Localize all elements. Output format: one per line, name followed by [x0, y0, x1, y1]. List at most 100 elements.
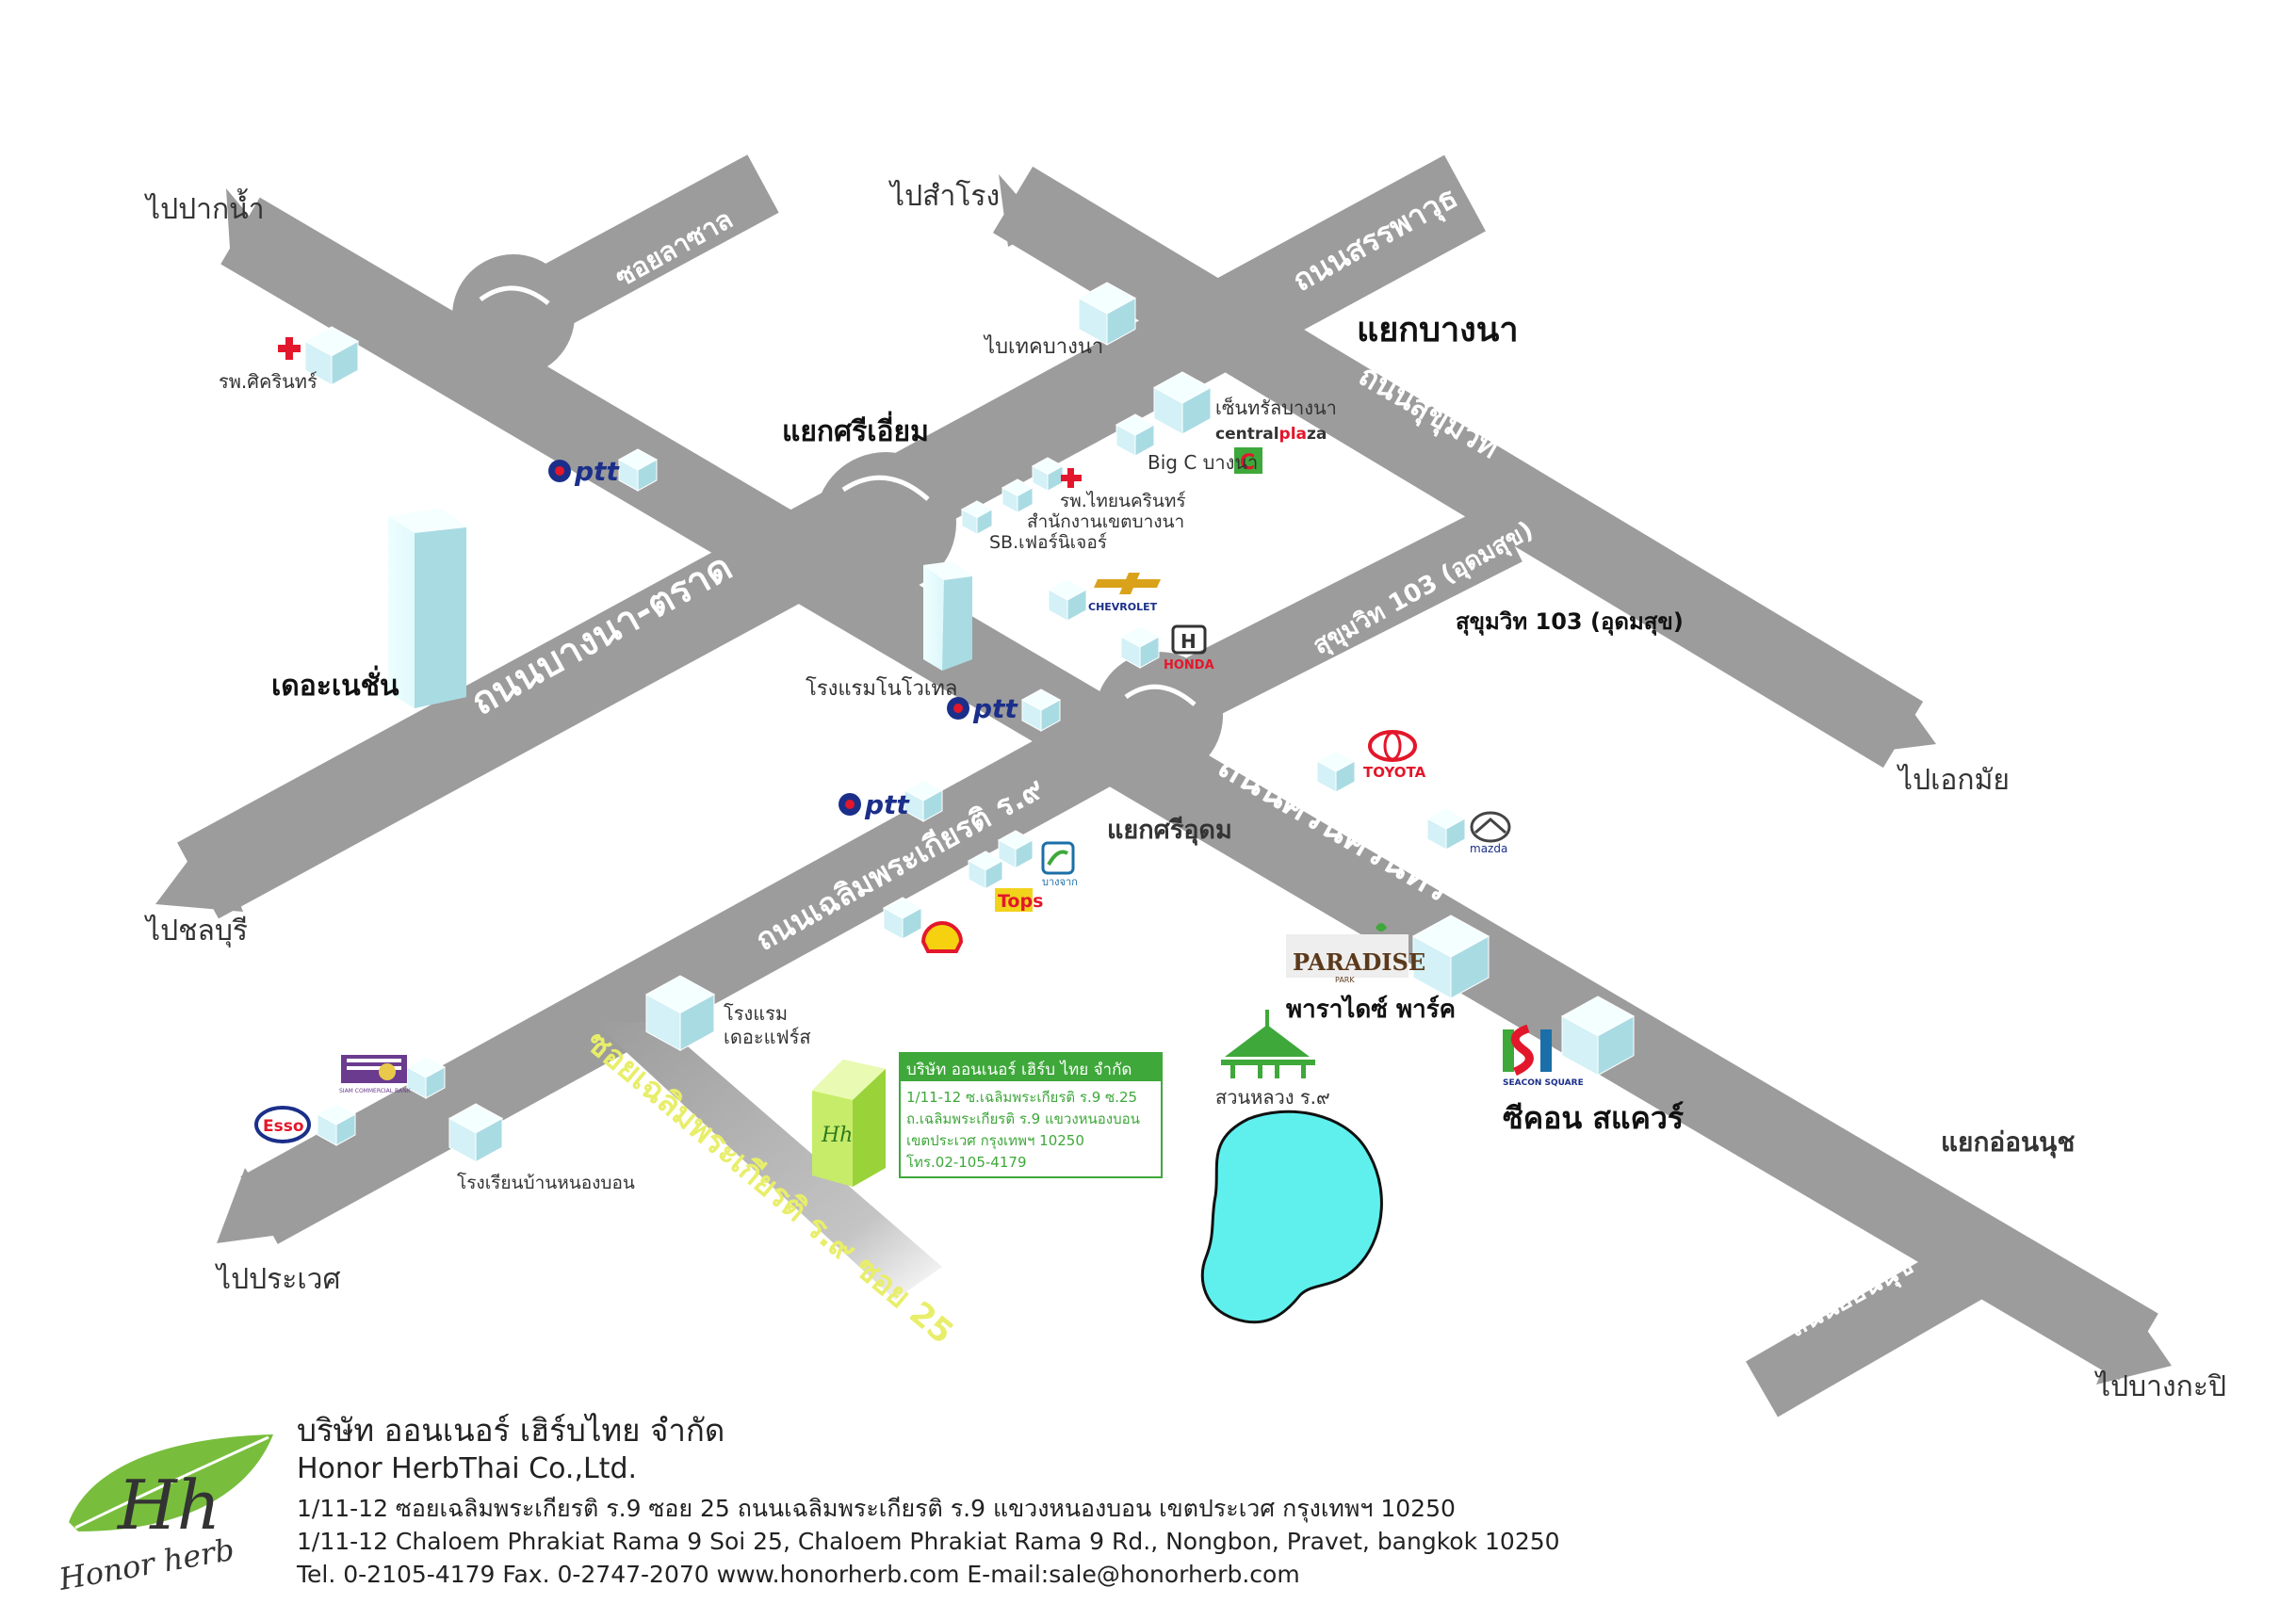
- honda-logo: H HONDA: [1164, 624, 1214, 672]
- suan-luang-pavilion-icon: [1221, 1010, 1315, 1078]
- direction-ekkamai: ไปเอกมัย: [1897, 763, 2010, 797]
- ptt-logo-2: ptt: [947, 693, 1018, 724]
- label-seacon-square: ซีคอน สแควร์: [1503, 1100, 1684, 1136]
- tops-logo: Tops: [995, 888, 1043, 912]
- building-cube: [1115, 413, 1156, 457]
- building-cube: [1001, 478, 1034, 514]
- arrow-to-prawet: [217, 1168, 287, 1243]
- central-brand-2: pla: [1279, 425, 1307, 444]
- leaf-vein: [74, 1435, 269, 1530]
- direction-bang-kapi: ไปบางกะปิ: [2094, 1369, 2226, 1403]
- tower-the-nation: [388, 509, 466, 708]
- building-cube: [967, 850, 1004, 890]
- honda-logo-text: HONDA: [1164, 658, 1214, 672]
- seacon-square-logo: SEACON SQUARE: [1503, 1024, 1584, 1088]
- direction-samrong: ไปสำโรง: [888, 179, 1000, 213]
- mazda-logo-text: mazda: [1470, 842, 1507, 855]
- arrow-to-pak-nam: [226, 188, 273, 264]
- label-central-bangna: เซ็นทรัลบางนา: [1215, 396, 1337, 419]
- bangchak-logo: บางจาก: [1041, 841, 1078, 888]
- info-box-line2: ถ.เฉลิมพระเกียรติ ร.9 แขวงหนองบอน: [906, 1110, 1140, 1127]
- label-bigc-bangna: Big C บางนา: [1148, 451, 1258, 474]
- address-th: 1/11-12 ซอยเฉลิมพระเกียรติ ร.9 ซอย 25 ถน…: [297, 1495, 1456, 1522]
- info-box-company: บริษัท ออนเนอร์ เฮิร์บ ไทย จำกัด: [906, 1060, 1132, 1079]
- road-sukhumvit: [992, 166, 1924, 769]
- label-sikarin-hospital: รพ.ศิครินทร์: [219, 370, 318, 393]
- intersection-si-iam: แยกศรีเอี่ยม: [782, 411, 929, 448]
- bigc-logo-icon: [1234, 447, 1262, 474]
- bank-logo: SIAM COMMERCIAL BANK: [339, 1055, 412, 1094]
- direction-prawet: ไปประเวศ: [215, 1262, 341, 1296]
- road-chaloem-r9: [240, 682, 1178, 1244]
- building-cube: [960, 500, 994, 536]
- building-cube: [903, 779, 944, 822]
- chevrolet-logo-text: CHEVROLET: [1088, 601, 1158, 613]
- roundabout-curve-2: [1124, 684, 1197, 706]
- label-suan-luang: สวนหลวง ร.๙: [1215, 1086, 1330, 1109]
- chevrolet-logo: CHEVROLET: [1088, 573, 1161, 613]
- mazda-logo: mazda: [1470, 811, 1511, 855]
- label-nongbon-school: โรงเรียนบ้านหนองบอน: [457, 1172, 635, 1193]
- info-box-line4: โทร.02-105-4179: [906, 1154, 1027, 1171]
- honor-herb-logo: Hh Honor herb: [56, 1434, 273, 1597]
- company-info-box: บริษัท ออนเนอร์ เฮิร์บ ไทย จำกัด 1/11-12…: [899, 1052, 1163, 1178]
- roundabout-curve-3: [479, 285, 550, 305]
- roundabout-lasalle: [452, 254, 575, 377]
- building-cube: [617, 448, 659, 492]
- tower-novotel: [923, 561, 972, 671]
- ptt-logo-3: ptt: [839, 789, 910, 820]
- building-cube: [1020, 688, 1062, 732]
- contact-line[interactable]: Tel. 0-2105-4179 Fax. 0-2747-2070 www.ho…: [297, 1561, 1300, 1588]
- building-cube: [303, 326, 360, 386]
- company-building-logo: Hh: [821, 1124, 853, 1147]
- central-brand-3: za: [1307, 425, 1327, 444]
- road-soi-25: [594, 1022, 942, 1300]
- seacon-brand-text: SEACON SQUARE: [1503, 1078, 1584, 1088]
- road-srinakarin: [220, 197, 2158, 1381]
- label-bangna-office: สำนักงานเขตบางนา: [1027, 511, 1184, 532]
- building-cube: [882, 897, 923, 940]
- building-cube: [1152, 371, 1213, 435]
- building-cube: [1119, 625, 1161, 669]
- building-cube: [1077, 282, 1137, 346]
- intersection-si-udom: แยกศรีอุดม: [1107, 816, 1232, 846]
- toyota-logo: TOYOTA: [1363, 730, 1426, 781]
- logo-mark: Hh: [116, 1466, 220, 1545]
- ptt-logo-1-text: ptt: [574, 456, 620, 487]
- roundabout-si-udom: [1095, 652, 1223, 780]
- info-box-line1: 1/11-12 ซ.เฉลิมพระเกียรติ ร.9 ซ.25: [906, 1089, 1137, 1106]
- label-bitec: ไบเทคบางนา: [983, 334, 1103, 359]
- building-cube: [1411, 915, 1490, 999]
- building-cubes: [303, 282, 1636, 1163]
- bigc-logo-glyph: C: [1240, 451, 1255, 475]
- tops-logo-text: Tops: [998, 891, 1043, 912]
- paradise-park-logo: PARADISE PARK: [1286, 923, 1425, 984]
- label-novotel: โรงแรมโนโวเทล: [806, 676, 957, 701]
- building-cube: [1047, 578, 1088, 622]
- info-box-line3: เขตประเวศ กรุงเทพฯ 10250: [906, 1132, 1084, 1150]
- esso-logo: Esso: [254, 1106, 311, 1143]
- label-the-fair-2: เดอะแฟร์ส: [724, 1026, 811, 1048]
- roundabout-curve-1: [841, 475, 930, 501]
- central-brand-1: central: [1215, 425, 1279, 444]
- address-en: 1/11-12 Chaloem Phrakiat Rama 9 Soi 25, …: [297, 1528, 1560, 1555]
- building-cube: [448, 1103, 504, 1163]
- bangchak-logo-text: บางจาก: [1042, 876, 1078, 888]
- road-on-nut: [1746, 1220, 2023, 1418]
- ptt-logo-2-text: ptt: [972, 693, 1018, 724]
- arrow-to-ekkamai: [1861, 688, 1936, 753]
- arrow-to-chonburi: [155, 829, 243, 912]
- label-sb-furniture: SB.เฟอร์นิเจอร์: [989, 532, 1107, 553]
- lake-suan-luang: [1200, 1110, 1383, 1324]
- building-cube: [405, 1056, 447, 1099]
- road-network: [155, 154, 2172, 1418]
- label-thai-nakarin-hospital: รพ.ไทยนครินทร์: [1060, 491, 1186, 511]
- ptt-logo-1: ptt: [548, 456, 620, 487]
- label-sukhumvit-103: สุขุมวิท 103 (อุดมสุข): [1456, 608, 1684, 637]
- road-sukhumvit-103: [1148, 502, 1523, 737]
- logo-central-plaza: centralplaza: [1215, 425, 1327, 444]
- footer-text: บริษัท ออนเนอร์ เฮิร์บไทย จำกัด Honor He…: [297, 1415, 1560, 1596]
- paradise-brand-text: PARADISE: [1293, 948, 1425, 976]
- building-cube: [1560, 996, 1636, 1077]
